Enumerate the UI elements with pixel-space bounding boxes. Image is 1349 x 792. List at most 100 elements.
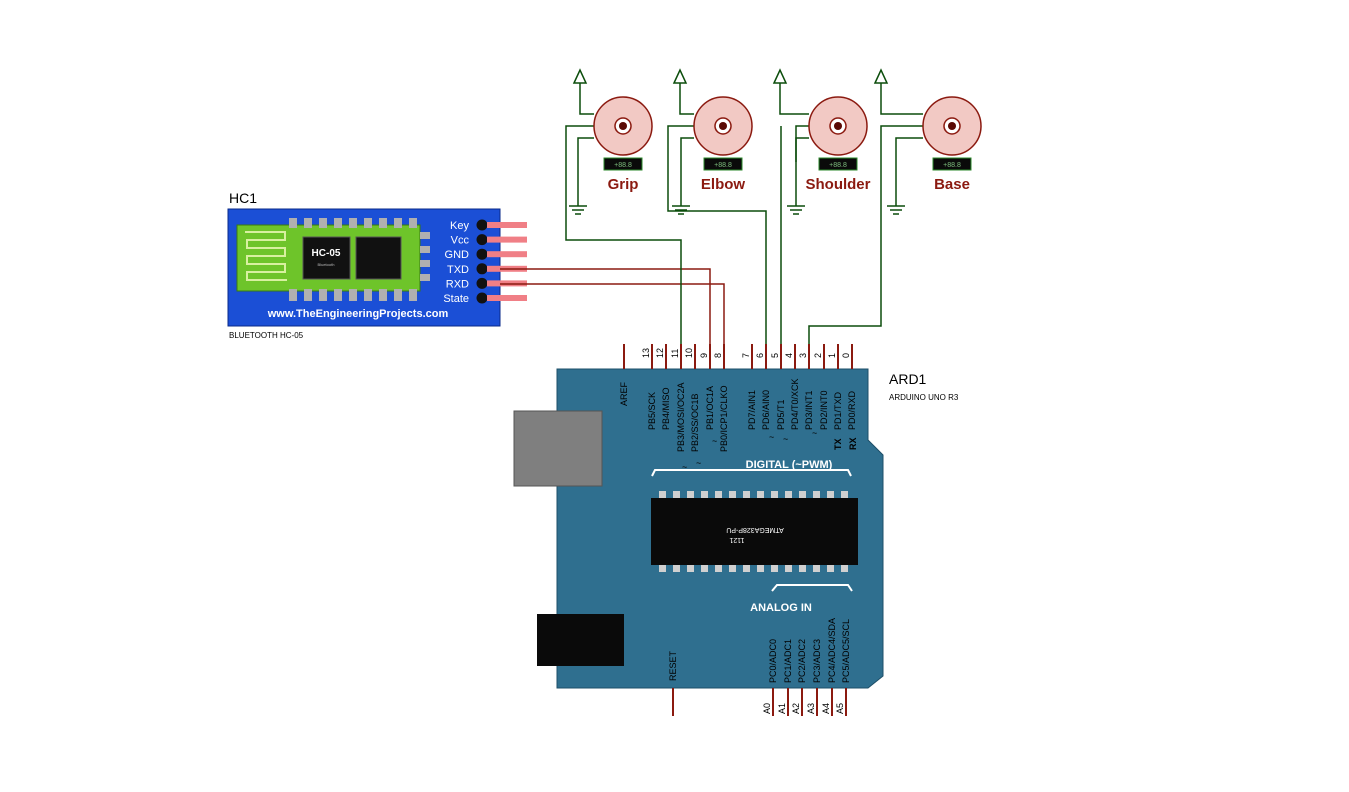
pwm-mark: ~ [812,428,817,438]
servo-display-value: +88.8 [714,162,732,169]
bluetooth-value: BLUETOOTH HC-05 [229,331,304,340]
servo-display [818,157,858,171]
mcu-pins-bottom [659,563,848,572]
arduino-value: ARDUINO UNO R3 [889,393,959,402]
digital-pin-name: PD6/AIN0 [761,390,771,430]
analog-pins: A0PC0/ADC0A1PC1/ADC1A2PC2/ADC2A3PC3/ADC3… [762,618,851,716]
mcu-label: ATMEGA328P-PU [726,526,783,533]
wire-shoulder [780,125,823,344]
hc05-chip [302,236,351,280]
usb-connector [513,410,603,487]
arduino-ref: ARD1 [889,371,927,387]
bluetooth-pin-terminal[interactable] [476,263,488,275]
power-icon [572,68,588,84]
digital-pin-number: 8 [713,353,723,358]
digital-pin-number: 7 [741,353,751,358]
servo-name: Elbow [701,176,745,193]
digital-pin-number: 9 [699,353,709,358]
digital-pin-name: PD3/INT1 [804,390,814,430]
bluetooth-module[interactable]: HC1 HC-05 Bluetooth www. [227,190,527,340]
power-wire [880,83,923,115]
wire-rxd [500,283,725,344]
bluetooth-pin-lead [487,236,527,243]
analog-pin-name: PC0/ADC0 [768,639,778,683]
digital-pin-number: 13 [641,348,651,358]
servo-name: Grip [608,176,639,193]
servo-name: Shoulder [805,176,870,193]
analog-pin-number: A4 [821,703,831,714]
reset-label: RESET [668,650,678,681]
antenna-trace [245,231,287,281]
ground-wire [795,137,809,206]
analog-pin-number: A0 [762,703,772,714]
digital-pin-number: 1 [827,353,837,358]
bluetooth-pin-label: Key [450,220,469,232]
servo-shaft-icon [948,122,956,130]
analog-pin-name: PC5/ADC5/SCL [841,619,851,683]
pwm-mark: ~ [696,458,701,468]
digital-label: DIGITAL (~PWM) [746,459,833,471]
servo-display [932,157,972,171]
bluetooth-pin-label: GND [445,249,470,261]
power-icon [873,68,889,84]
wire-txd [500,268,711,344]
servo-display [603,157,643,171]
bluetooth-pin-label: Vcc [451,235,470,247]
bluetooth-pin-terminal[interactable] [476,248,488,260]
hc05-chip-label: HC-05 [312,248,341,259]
ground-wire [680,137,694,206]
bluetooth-pin-terminal[interactable] [476,277,488,289]
analog-label: ANALOG IN [750,602,812,614]
bluetooth-pin-lead [487,251,527,258]
bluetooth-pin-label: State [443,293,469,305]
ground-wire [895,137,923,206]
digital-pin-number: 5 [770,353,780,358]
analog-pin-number: A2 [791,703,801,714]
digital-pin-number: 3 [798,353,808,358]
servo-motors: +88.8Grip+88.8Elbow+88.8Shoulder+88.8Bas… [569,68,982,215]
arduino-board[interactable]: ARD1 ARDUINO UNO R3 13PB5/SCK12PB4/MISO1… [513,344,959,716]
flash-chip [355,236,402,280]
digital-pin-name: PD7/AIN1 [747,390,757,430]
bluetooth-pin-terminal[interactable] [476,219,488,231]
digital-pin-number: 6 [755,353,765,358]
analog-pin-number: A1 [777,703,787,714]
ground-icon [887,205,905,215]
bluetooth-pin-terminal[interactable] [476,234,488,246]
servo-shaft-icon [619,122,627,130]
bluetooth-top-pads [289,218,417,228]
digital-pin-name: PD4/T0/XCK [790,378,800,430]
bluetooth-pin-lead [487,295,527,301]
digital-pin-name: PB3/MOSI/OC2A [676,382,686,452]
power-wire [779,83,809,115]
digital-pin-number: 10 [684,348,694,358]
bluetooth-ref: HC1 [229,190,257,206]
wire-base [808,125,937,344]
ground-icon [569,205,587,215]
digital-pin-number: 12 [655,348,665,358]
wire-elbow [667,125,767,344]
hc05-chip-sub: Bluetooth [318,262,335,267]
digital-pin-name: PB0/ICP1/CLKO [719,385,729,452]
analog-pin-number: A5 [835,703,845,714]
bluetooth-url: www.TheEngineeringProjects.com [267,308,449,320]
bluetooth-pin-label: RXD [446,278,469,290]
digital-pin-name: PD2/INT0 [819,390,829,430]
bluetooth-pin-terminal[interactable] [476,292,488,304]
servo-display [703,157,743,171]
analog-pin-number: A3 [806,703,816,714]
digital-pin-number: 11 [670,349,680,358]
servo-display-value: +88.8 [829,162,847,169]
rx-label: RX [848,437,858,450]
digital-pin-name: PB5/SCK [647,392,657,430]
wire-grip [565,125,682,344]
servo-shaft-icon [719,122,727,130]
analog-pin-name: PC1/ADC1 [783,639,793,683]
digital-pin-number: 0 [841,353,851,358]
power-wire [579,83,594,115]
